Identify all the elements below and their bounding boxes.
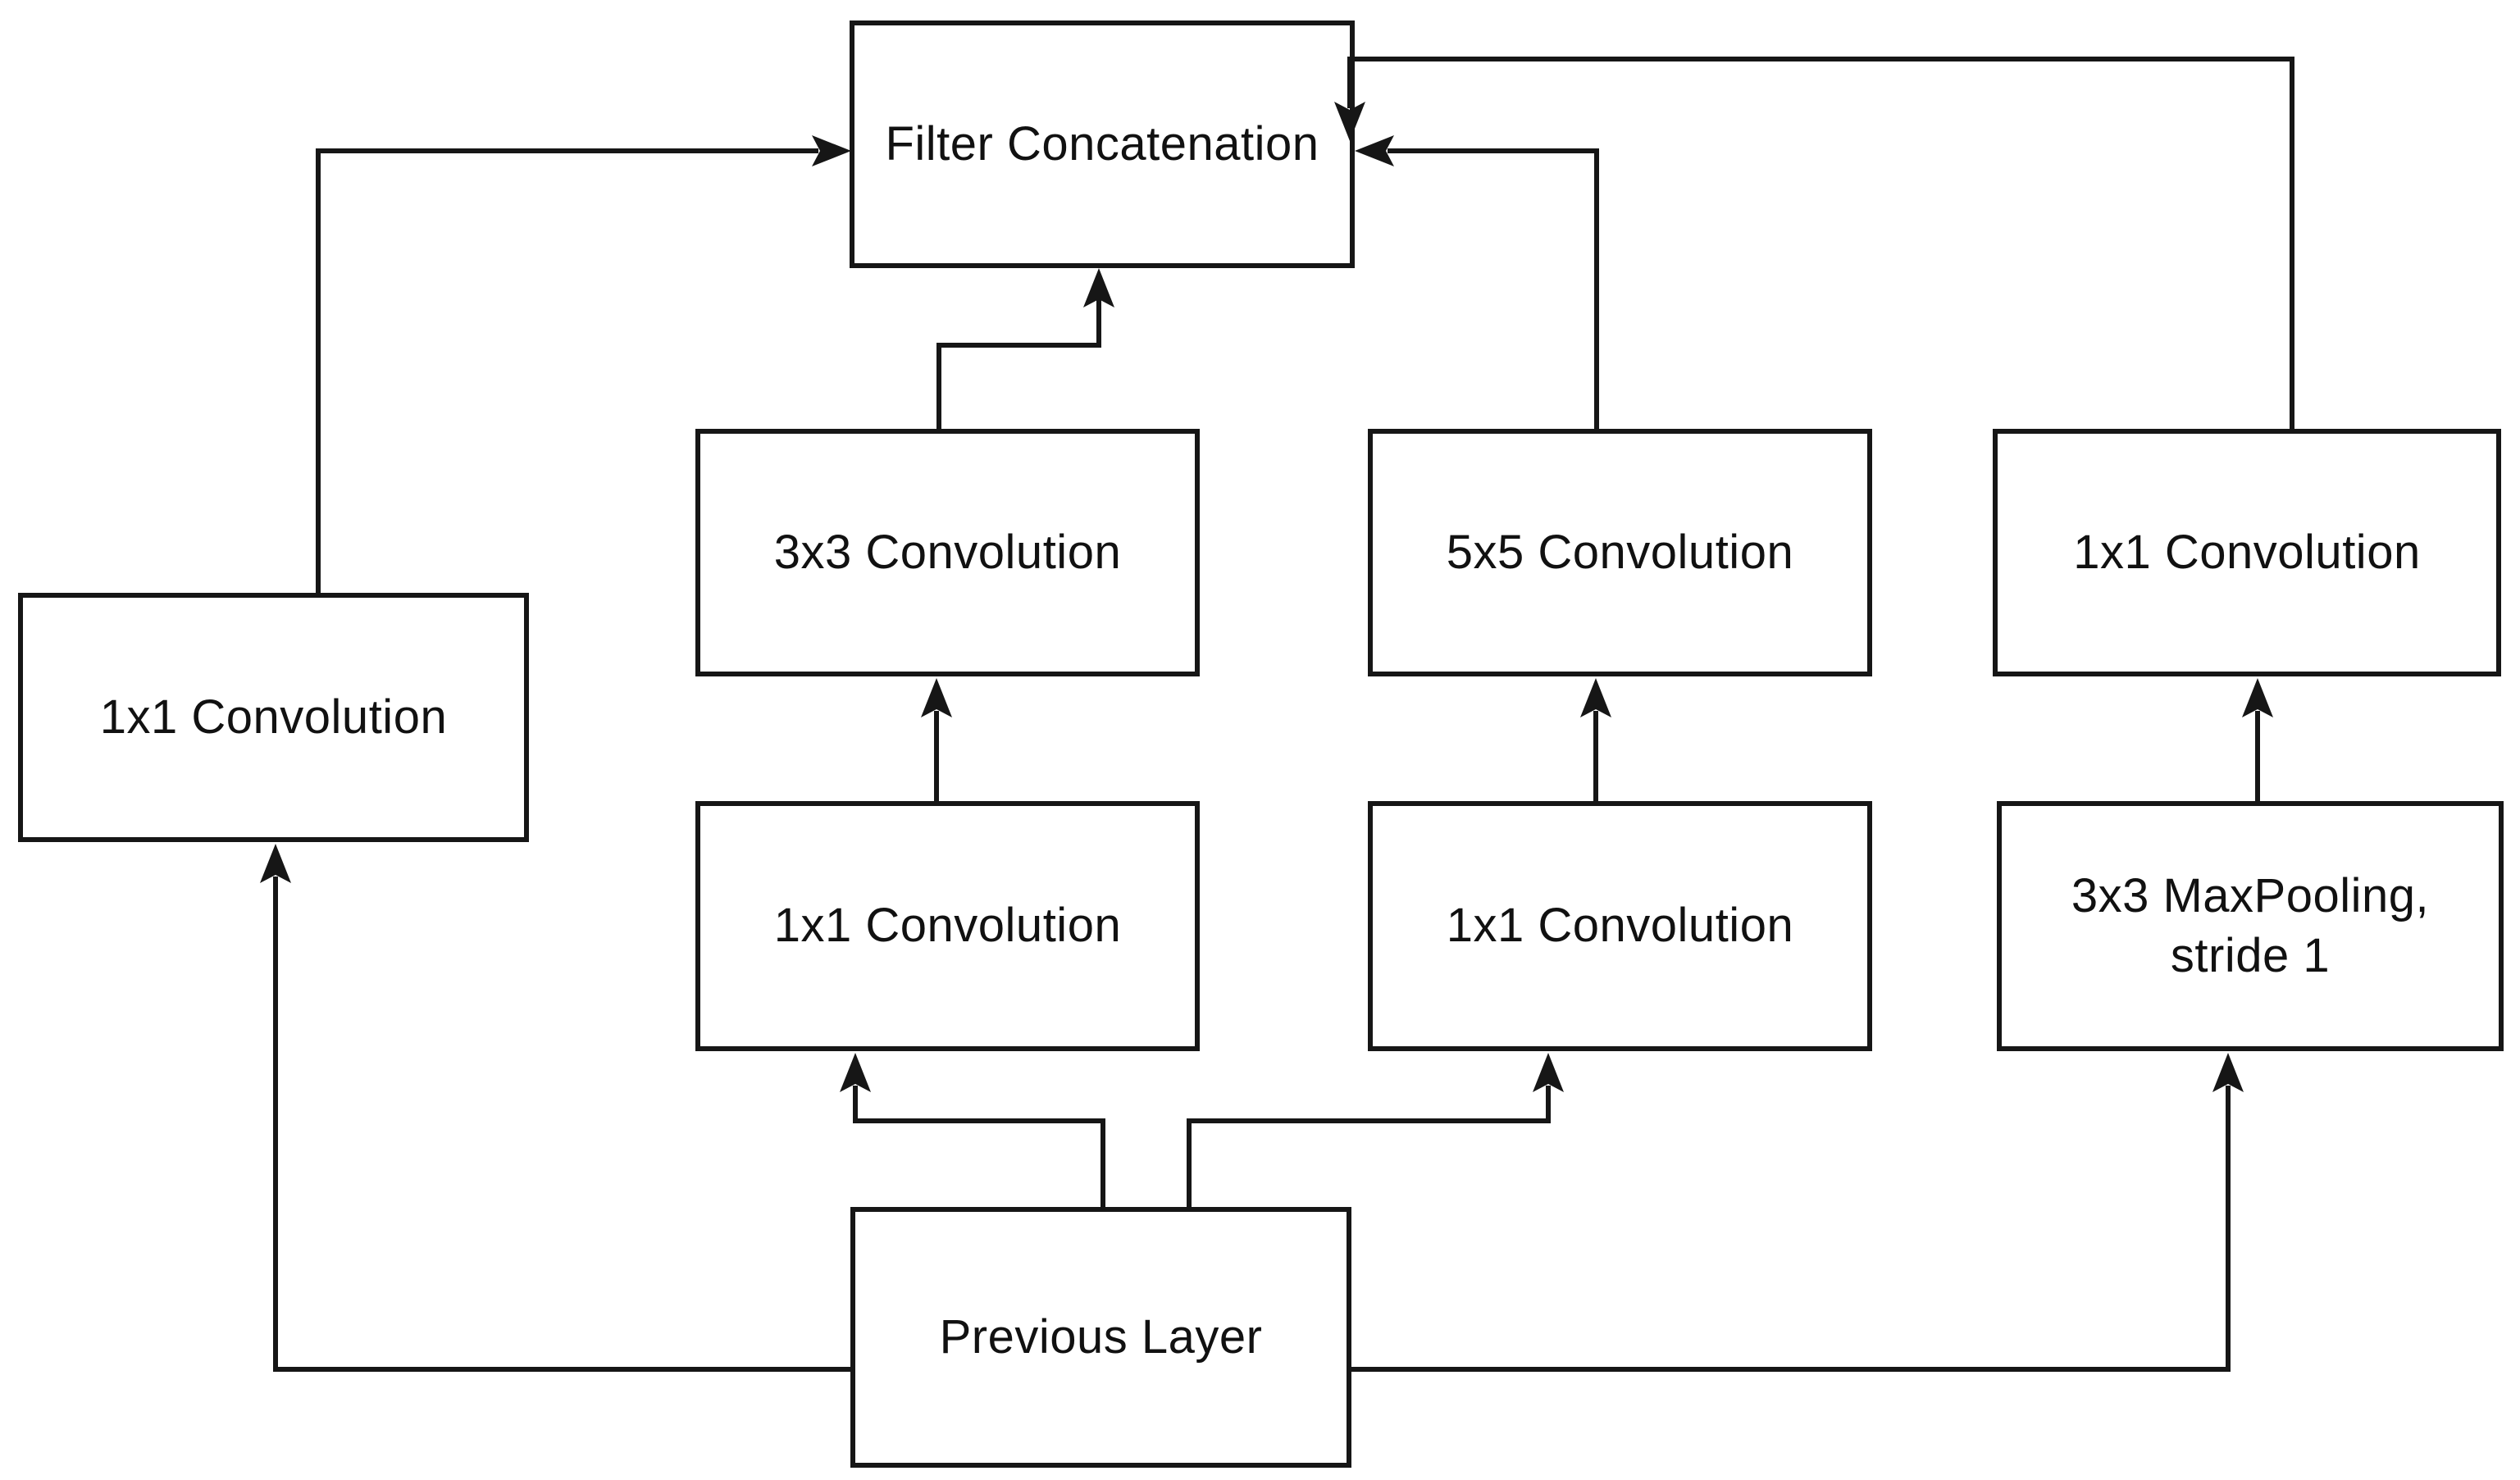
previous-layer-label: Previous Layer [939,1309,1263,1364]
edge-conv1x1-mid-left-to-conv3x3 [921,678,952,801]
conv-1x1-mid-left-box: 1x1 Convolution [695,801,1200,1051]
edge-previous-to-conv1x1-mid-left [840,1053,1105,1207]
edge-previous-to-maxpool [1351,1053,2244,1372]
maxpool-3x3-box: 3x3 MaxPooling, stride 1 [1997,801,2504,1051]
conv-5x5-label: 5x5 Convolution [1446,525,1794,579]
conv-1x1-left-box: 1x1 Convolution [18,593,529,842]
conv-1x1-mid-right-box: 1x1 Convolution [1368,801,1872,1051]
filter-concatenation-box: Filter Concatenation [850,20,1355,268]
edge-conv1x1-mid-right-to-conv5x5 [1580,678,1611,801]
conv-1x1-right-label: 1x1 Convolution [2073,525,2421,579]
conv-1x1-mid-left-label: 1x1 Convolution [773,899,1122,953]
previous-layer-box: Previous Layer [850,1207,1351,1468]
conv-5x5-box: 5x5 Convolution [1368,429,1872,676]
conv-1x1-mid-right-label: 1x1 Convolution [1446,899,1794,953]
filter-concatenation-label: Filter Concatenation [885,116,1319,171]
edge-conv3x3-to-filter-concat [936,268,1114,429]
edge-conv1x1-right-to-filter-concat [1334,57,2294,429]
maxpool-3x3-label: 3x3 MaxPooling, stride 1 [2071,869,2430,982]
conv-1x1-right-box: 1x1 Convolution [1993,429,2501,676]
edge-maxpool-to-conv1x1-right [2242,678,2273,801]
conv-1x1-left-label: 1x1 Convolution [99,690,448,744]
edge-previous-to-conv1x1-mid-right [1187,1053,1564,1207]
edge-conv5x5-to-filter-concat [1355,135,1599,429]
conv-3x3-box: 3x3 Convolution [695,429,1200,676]
conv-3x3-label: 3x3 Convolution [773,525,1122,579]
